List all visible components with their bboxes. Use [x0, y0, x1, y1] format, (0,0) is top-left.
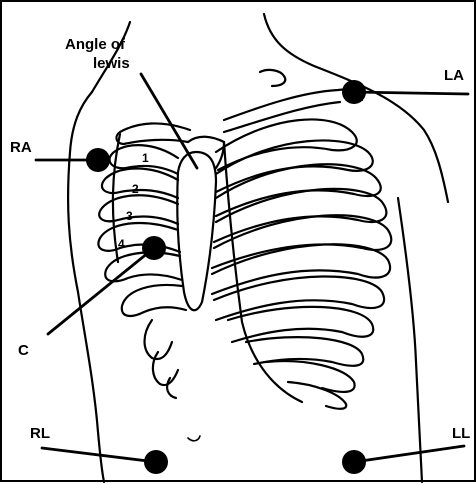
sternum [177, 137, 224, 311]
rib-number-1: 1 [142, 151, 149, 165]
ll-label: LL [452, 425, 470, 442]
ra-label: RA [10, 139, 32, 156]
la-label: LA [444, 67, 464, 84]
la-electrode [342, 80, 366, 104]
angle-of-lewis-label-line2: lewis [93, 55, 130, 72]
ll-lead-wire [354, 446, 464, 462]
la-lead-wire [354, 92, 468, 94]
c-electrode [142, 236, 166, 260]
angle-of-lewis-label-line1: Angle of [65, 36, 126, 53]
rl-label: RL [30, 425, 50, 442]
c-label: C [18, 342, 29, 359]
ra-electrode [86, 148, 110, 172]
right-ribs [98, 145, 186, 398]
rib-number-2: 2 [132, 182, 139, 196]
body-outline [68, 14, 448, 482]
ll-electrode [342, 450, 366, 474]
left-ribs [212, 119, 391, 408]
clavicles [117, 70, 362, 144]
rib-number-4: 4 [118, 237, 125, 251]
rib-number-3: 3 [126, 209, 133, 223]
rl-electrode [144, 450, 168, 474]
